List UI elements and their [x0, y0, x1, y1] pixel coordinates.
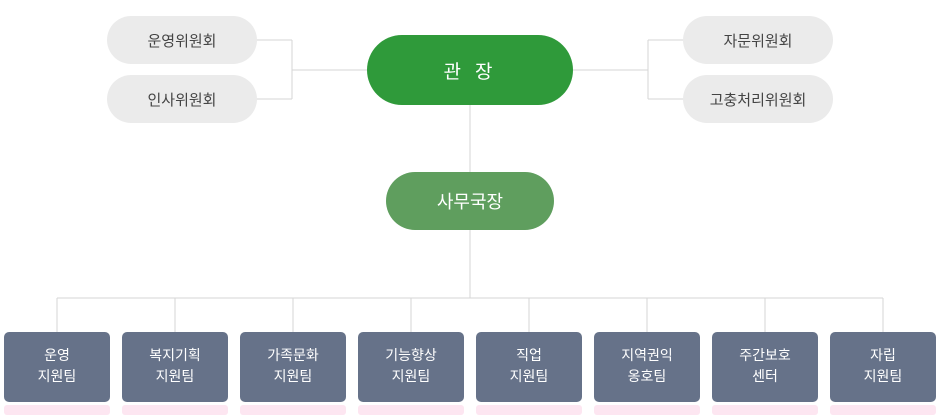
team-name-line1: 지역권익: [621, 348, 673, 364]
committee-label: 운영위원회: [147, 31, 217, 50]
team-name-line1: 주간보호: [739, 348, 791, 364]
secretary-general-node: 사무국장: [386, 172, 554, 230]
team-shadow: [830, 405, 936, 415]
team-shadow: [240, 405, 346, 415]
team-shadow: [122, 405, 228, 415]
committee-label: 자문위원회: [723, 31, 793, 50]
committee-personnel: 인사위원회: [107, 75, 257, 123]
team-shadow: [476, 405, 582, 415]
committee-grievance: 고충처리위원회: [683, 75, 833, 123]
committee-label: 인사위원회: [147, 90, 217, 109]
committee-advisory: 자문위원회: [683, 16, 833, 64]
committee-label: 고충처리위원회: [709, 90, 807, 109]
team-name-line1: 직업: [516, 348, 542, 364]
team-name-line1: 복지기획: [149, 348, 201, 364]
team-community-advocacy: 지역권익 옹호팀: [594, 332, 700, 402]
team-name-line2: 지원팀: [37, 369, 77, 385]
team-shadow: [358, 405, 464, 415]
team-name-line1: 운영: [44, 348, 70, 364]
director-node: 관 장: [367, 35, 573, 105]
secretary-label: 사무국장: [436, 192, 504, 213]
team-vocational-support: 직업 지원팀: [476, 332, 582, 402]
team-function-improvement: 기능향상 지원팀: [358, 332, 464, 402]
team-name-line2: 센터: [752, 369, 778, 385]
team-name-line2: 지원팀: [155, 369, 195, 385]
team-shadow: [4, 405, 110, 415]
team-welfare-planning: 복지기획 지원팀: [122, 332, 228, 402]
team-name-line2: 지원팀: [273, 369, 313, 385]
team-shadow: [712, 405, 818, 415]
team-name-line1: 자립: [870, 348, 896, 364]
team-independence-support: 자립 지원팀: [830, 332, 936, 402]
team-name-line2: 지원팀: [391, 369, 431, 385]
team-day-care-center: 주간보호 센터: [712, 332, 818, 402]
team-family-culture: 가족문화 지원팀: [240, 332, 346, 402]
director-label: 관 장: [443, 60, 497, 83]
team-name-line1: 가족문화: [267, 348, 319, 364]
team-operations-support: 운영 지원팀: [4, 332, 110, 402]
committee-operations: 운영위원회: [107, 16, 257, 64]
team-name-line1: 기능향상: [385, 348, 437, 364]
team-name-line2: 옹호팀: [627, 369, 667, 385]
team-name-line2: 지원팀: [509, 369, 549, 385]
team-shadow: [594, 405, 700, 415]
team-name-line2: 지원팀: [863, 369, 903, 385]
